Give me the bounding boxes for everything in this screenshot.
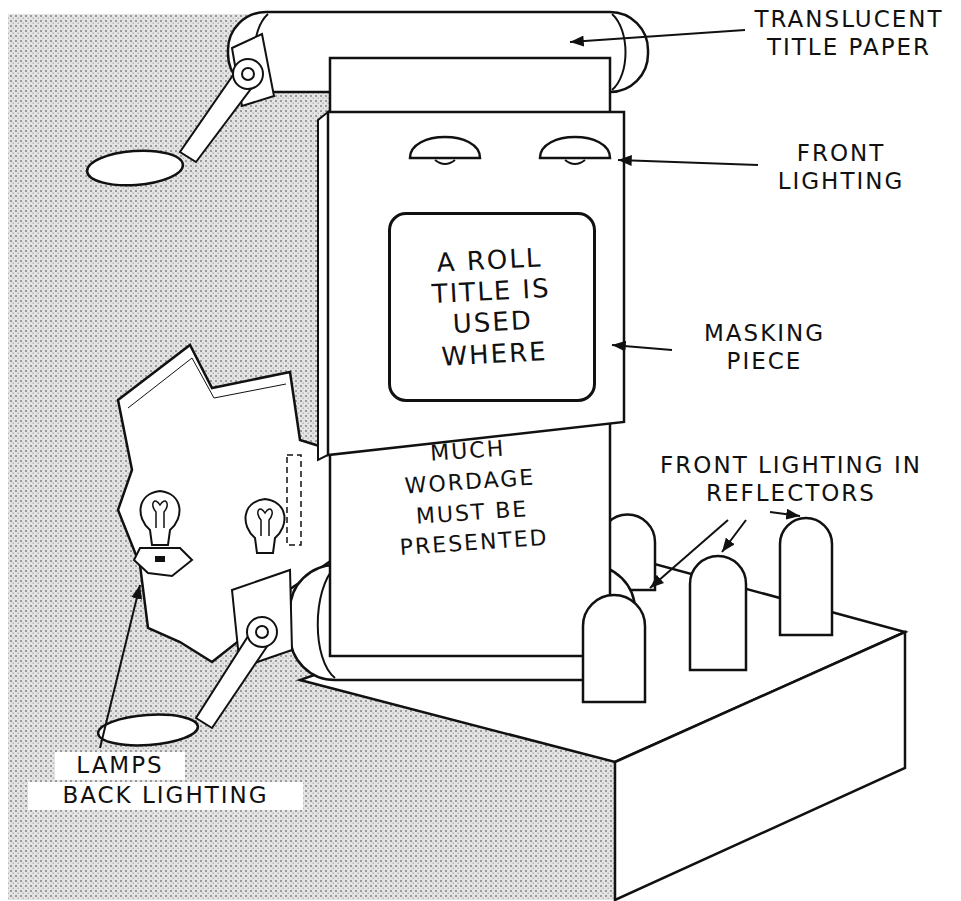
part-label: FRONT LIGHTING IN REFLECTORS <box>652 452 930 507</box>
roller-end <box>612 14 626 90</box>
roll-title-text: A ROLL TITLE IS USED WHERE <box>416 241 568 373</box>
lamp-bulb <box>134 491 192 576</box>
backing-wall <box>8 14 338 694</box>
leader-arrow <box>612 345 672 350</box>
leader-arrow <box>722 520 746 552</box>
part-label: LAMPS <box>55 752 185 780</box>
reflector-lamp <box>780 518 832 635</box>
crank-hub <box>247 617 277 647</box>
part-label: FRONT LIGHTING <box>756 140 926 195</box>
lamp-socket <box>134 548 192 576</box>
lamp-bulb <box>246 499 285 553</box>
front-lamp <box>410 137 480 158</box>
leader-arrow <box>770 512 800 516</box>
crank-axle <box>242 68 254 80</box>
hidden-edge <box>287 455 301 545</box>
cutaway-edge <box>128 358 286 408</box>
leader-arrow <box>650 520 728 588</box>
bulb-glass <box>246 499 285 553</box>
bulb-filament <box>258 509 272 536</box>
crank-hub <box>233 59 263 89</box>
front-lamp <box>540 137 610 158</box>
masking-piece <box>328 112 624 455</box>
socket-screw <box>155 556 165 562</box>
masking-window: A ROLL TITLE IS USED WHERE <box>388 212 596 402</box>
lamp-bulb-tip <box>565 160 585 164</box>
crank-handle <box>86 148 184 189</box>
leader-arrow <box>618 160 758 165</box>
reflector-lamp <box>690 556 746 670</box>
part-label: MUCH WORDAGE MUST BE PRESENTED <box>378 430 564 565</box>
bulb-filament <box>153 501 167 528</box>
part-label: MASKING PIECE <box>672 320 857 375</box>
part-label: TRANSLUCENT TITLE PAPER <box>742 6 956 61</box>
lamp-bulb-tip <box>435 160 455 164</box>
crank-handle <box>97 712 199 749</box>
bulb-glass <box>141 491 180 545</box>
leader-arrow <box>100 585 140 748</box>
masking-edge <box>318 112 328 460</box>
base-side-face <box>615 632 905 900</box>
leader-arrow <box>570 30 745 42</box>
part-label: BACK LIGHTING <box>28 782 303 810</box>
crank-axle <box>256 626 268 638</box>
reflector-lamp <box>583 595 645 702</box>
